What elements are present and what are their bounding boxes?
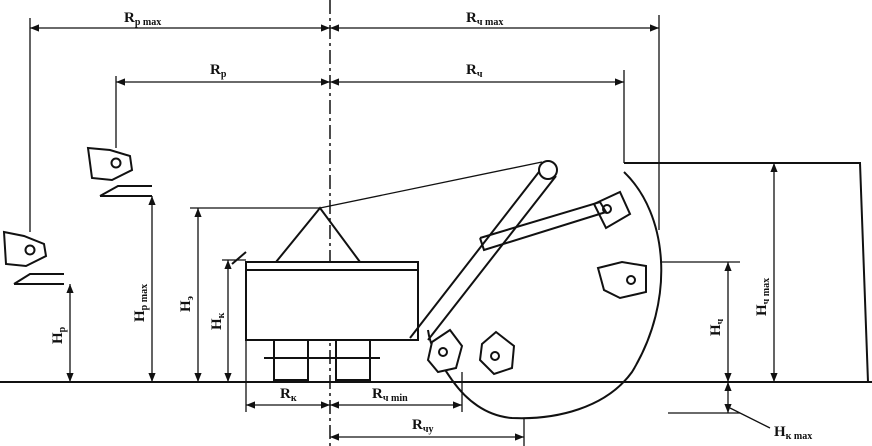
label-rp-max: Rр max: [124, 10, 161, 28]
label-hch-max: Hч max: [754, 278, 772, 316]
dig-trajectory: [451, 171, 663, 420]
label-hk-max: Hк max: [774, 424, 812, 442]
dipper-handle: [479, 200, 608, 252]
label-rk: Rк: [280, 386, 297, 404]
excavator: [231, 160, 608, 381]
label-hch: Hч: [708, 318, 726, 336]
bucket-low-2: [478, 330, 516, 376]
label-he: Hэ: [178, 296, 196, 312]
label-rch-max: Rч max: [466, 10, 503, 28]
excavator-body: [245, 261, 419, 341]
a-frame: [275, 206, 361, 263]
bucket-unload-rpmax: [2, 230, 64, 285]
label-rp: Rр: [210, 62, 227, 80]
label-hk: Hк: [209, 312, 227, 330]
bucket-low-1: [426, 328, 464, 374]
bucket-unload-rp: [86, 146, 152, 197]
boom: [409, 167, 543, 339]
bucket-mid: [596, 260, 647, 300]
bench-face: [623, 15, 869, 383]
label-rch: Rч: [466, 62, 483, 80]
boom-sheave: [538, 160, 558, 180]
label-rch-min: Rч min: [372, 386, 408, 404]
bucket-top: [592, 190, 632, 230]
label-rchu: Rчу: [412, 417, 433, 435]
hoist-rope: [319, 161, 543, 209]
label-hp-max: Hр max: [132, 284, 150, 322]
label-hp: Hр: [50, 326, 68, 344]
